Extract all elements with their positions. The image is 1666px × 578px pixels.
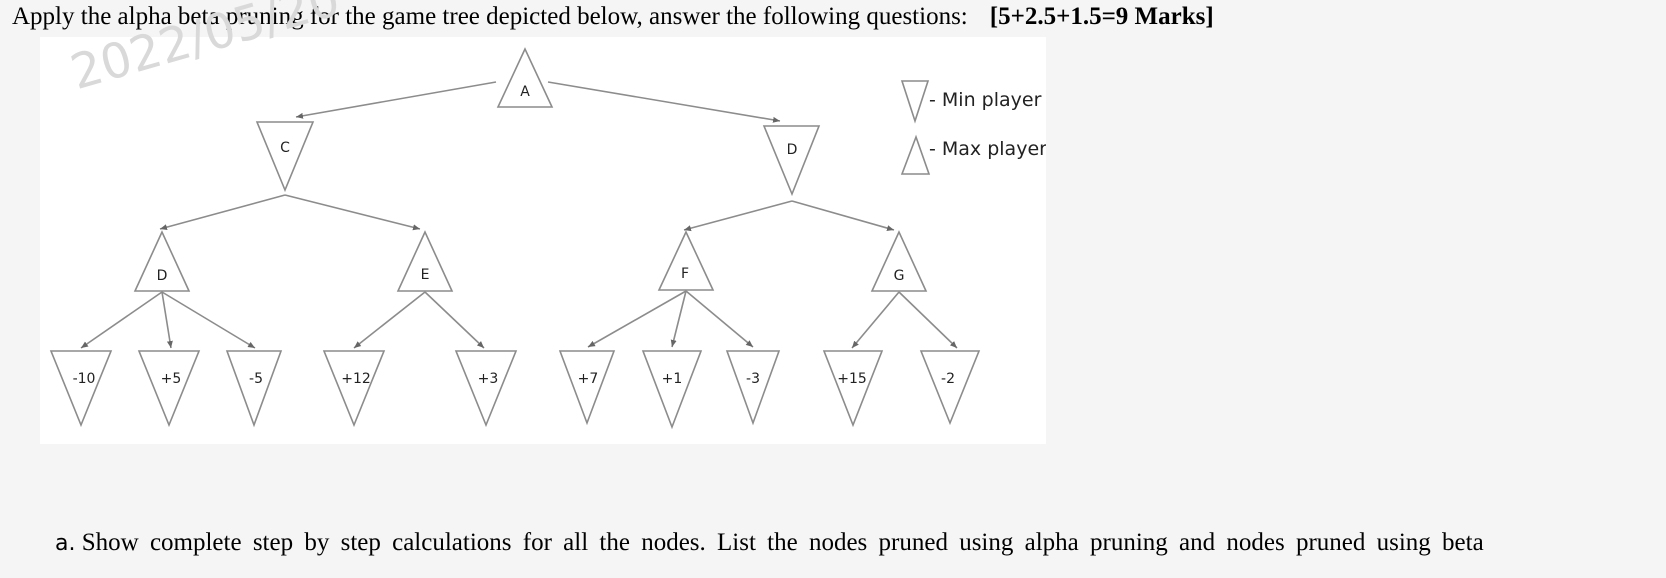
min-triangle-icon: [900, 80, 930, 124]
leaf-3: -5: [225, 350, 283, 428]
max-node-triangle: [496, 47, 554, 108]
edge-a-d: [547, 81, 781, 123]
edge-d-leaf3: [161, 291, 256, 349]
max-node-triangle: [657, 230, 715, 291]
leaf-triangle: [725, 350, 781, 426]
node-f: F: [657, 230, 715, 291]
legend-min: - Min player: [900, 80, 1042, 124]
leaf-9-value: +15: [837, 371, 867, 387]
edge-g-leaf10: [898, 291, 958, 349]
tree-edges: [80, 81, 958, 349]
question-text: Apply the alpha beta pruning for the gam…: [12, 3, 968, 30]
leaf-2-value: +5: [161, 371, 182, 387]
leaf-10-value: -2: [941, 371, 955, 387]
node-d-level2: D: [133, 230, 191, 292]
leaf-10: -2: [919, 350, 981, 426]
node-g-label: G: [894, 268, 905, 284]
node-c: C: [255, 121, 315, 193]
leaf-5: +3: [454, 350, 518, 428]
node-e-label: E: [421, 267, 430, 283]
leaf-triangle: [49, 350, 113, 428]
edge-c-e: [284, 194, 421, 231]
max-node-triangle: [396, 230, 454, 292]
edge-e-leaf4: [353, 291, 426, 349]
edge-f-leaf7: [670, 290, 687, 348]
game-tree-diagram: A C D D E F G: [49, 47, 1046, 430]
edge-e-leaf5: [424, 291, 485, 349]
question-line: Apply the alpha beta pruning for the gam…: [12, 0, 1214, 34]
node-f-label: F: [681, 266, 689, 282]
leaf-triangle: [225, 350, 283, 428]
leaf-2: +5: [137, 350, 201, 428]
legend-max: - Max player: [900, 134, 1046, 175]
node-g: G: [870, 230, 928, 292]
question-marks: [5+2.5+1.5=9 Marks]: [989, 3, 1214, 30]
leaf-6-value: +7: [578, 371, 599, 387]
legend-min-label: - Min player: [929, 89, 1042, 111]
edge-c-d: [159, 194, 286, 231]
edge-d-leaf1: [80, 291, 163, 349]
max-node-triangle: [133, 230, 191, 292]
edge-d-g: [791, 200, 895, 231]
leaf-triangle: [919, 350, 981, 426]
leaf-5-value: +3: [478, 371, 499, 387]
leaf-triangle: [322, 350, 386, 428]
game-tree-figure: 2022/05/20: [40, 0, 1046, 444]
node-d-level1: D: [762, 125, 821, 197]
edge-a-c: [295, 81, 497, 119]
node-d-level2-label: D: [157, 268, 168, 284]
leaf-triangle: [558, 350, 616, 426]
leaf-6: +7: [558, 350, 616, 426]
node-c-label: C: [280, 140, 290, 156]
max-node-triangle: [870, 230, 928, 292]
leaf-7: +1: [641, 350, 703, 430]
leaf-triangle: [137, 350, 201, 428]
leaf-8-value: -3: [746, 371, 760, 387]
edge-f-leaf6: [587, 290, 687, 348]
leaf-4: +12: [322, 350, 386, 428]
leaf-triangle: [454, 350, 518, 428]
part-a-letter: a.: [55, 531, 76, 556]
min-node-triangle: [762, 125, 821, 197]
leaf-triangle: [641, 350, 703, 430]
question-part-a: a. Show complete step by step calculatio…: [55, 526, 1655, 561]
leaf-3-value: -5: [249, 371, 263, 387]
leaf-1-value: -10: [73, 371, 96, 387]
edge-g-leaf9: [851, 291, 900, 349]
node-a: A: [496, 47, 554, 108]
node-d-level1-label: D: [787, 142, 798, 158]
edge-d-f: [683, 200, 793, 232]
part-a-text: Show complete step by step calculations …: [81, 529, 1484, 556]
node-a-label: A: [520, 84, 530, 100]
leaf-8: -3: [725, 350, 781, 426]
leaf-9: +15: [822, 350, 884, 428]
max-triangle-icon: [900, 134, 931, 175]
edge-d-leaf2: [161, 291, 173, 349]
legend-max-label: - Max player: [929, 138, 1046, 160]
node-e: E: [396, 230, 454, 292]
leaf-1: -10: [49, 350, 113, 428]
leaf-4-value: +12: [341, 371, 371, 387]
edge-f-leaf8: [685, 290, 754, 348]
min-node-triangle: [255, 121, 315, 193]
leaf-7-value: +1: [662, 371, 683, 387]
leaf-triangle: [822, 350, 884, 428]
legend: - Min player - Max player: [900, 80, 1046, 175]
